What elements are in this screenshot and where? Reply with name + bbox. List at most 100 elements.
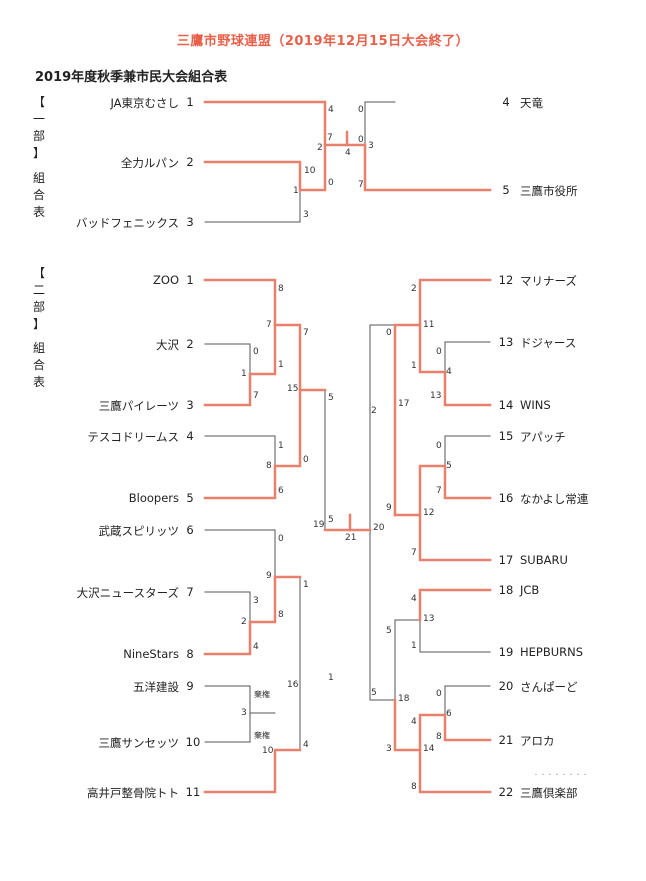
score: 8: [411, 782, 417, 792]
score: 0: [328, 178, 334, 188]
team-name: 三鷹倶楽部: [520, 786, 578, 800]
team-number: 5: [186, 491, 194, 505]
score: 7: [266, 320, 272, 330]
division-1-lines: [204, 101, 396, 223]
team-number: 4: [186, 429, 194, 443]
team-number: 1: [186, 273, 194, 287]
team-name: NineStars: [123, 647, 179, 661]
score: 1: [303, 580, 309, 590]
team-number: 12: [498, 273, 514, 287]
team-name: 高井戸整骨院トト: [87, 786, 179, 800]
team-name: SUBARU: [520, 553, 568, 567]
division-2-right-winner-lines: [348, 278, 492, 794]
score: 2: [241, 617, 247, 627]
team-number: 19: [498, 645, 514, 659]
score: 4: [345, 148, 351, 158]
score: 0: [303, 455, 309, 465]
score: 1: [293, 186, 299, 196]
score: 7: [327, 133, 333, 143]
score: 10: [262, 746, 274, 756]
team-name: JCB: [520, 583, 540, 597]
score: 20: [373, 523, 385, 533]
team-name: ZOO: [153, 273, 179, 287]
score: 11: [423, 320, 435, 330]
score: 13: [423, 614, 435, 624]
team-name: なかよし常連: [520, 492, 589, 506]
team-number: 9: [186, 679, 194, 693]
team-number: 14: [498, 398, 514, 412]
score: 13: [430, 391, 442, 401]
team-name: 天竜: [520, 96, 543, 110]
score: 1: [411, 361, 417, 371]
team-name: JA東京むさし: [110, 96, 179, 110]
division-2-left-winner-lines: [203, 278, 352, 794]
team-number: 3: [186, 215, 194, 229]
score: 7: [253, 391, 259, 401]
score: 5: [386, 626, 392, 636]
score: 16: [287, 680, 299, 690]
team-name: アロカ: [520, 734, 555, 748]
team-name: テスコドリームス: [87, 430, 179, 444]
division-1-winner-lines: [203, 100, 492, 192]
score: 8: [278, 284, 284, 294]
score: 1: [328, 673, 334, 683]
score: 6: [278, 486, 284, 496]
score: 棄権: [254, 690, 270, 699]
score: 0: [436, 689, 442, 699]
team-name: ドジャース: [520, 336, 577, 350]
score: 4: [411, 717, 417, 727]
score: 5: [446, 461, 452, 471]
score: 8: [266, 461, 272, 471]
score: 0: [278, 534, 284, 544]
team-name: Bloopers: [128, 491, 179, 505]
team-number: 3: [186, 398, 194, 412]
score: 棄権: [254, 731, 270, 740]
team-name: 三鷹サンセッツ: [98, 736, 180, 750]
score: 1: [278, 441, 284, 451]
score: 8: [436, 732, 442, 742]
team-number: 8: [186, 647, 194, 661]
team-name: マリナーズ: [520, 274, 577, 288]
score: 3: [253, 596, 259, 606]
team-number: 2: [186, 155, 194, 169]
score: 1: [241, 369, 247, 379]
score: 0: [358, 105, 364, 115]
team-number: 22: [498, 785, 514, 799]
footnote-marks: ・・・・・・・・: [533, 772, 590, 779]
score: 4: [253, 642, 259, 652]
team-name: HEPBURNS: [520, 645, 584, 659]
score: 5: [328, 393, 334, 403]
score: 6: [446, 709, 452, 719]
team-name: アパッチ: [520, 430, 566, 444]
score: 7: [358, 180, 364, 190]
score: 14: [423, 744, 435, 754]
score: 1: [278, 360, 284, 370]
team-name: 三鷹パイレーツ: [98, 399, 179, 413]
team-name: 大沢: [156, 338, 179, 352]
score: 0: [358, 135, 364, 145]
score: 5: [371, 688, 377, 698]
team-name: 武蔵スピリッツ: [98, 524, 180, 538]
team-number: 2: [186, 337, 194, 351]
score: 3: [368, 141, 374, 151]
score: 0: [436, 347, 442, 357]
team-number: 10: [185, 735, 201, 749]
score: 0: [253, 347, 259, 357]
team-name: バッドフェニックス: [75, 216, 179, 230]
score: 9: [386, 503, 392, 513]
score: 7: [436, 486, 442, 496]
score: 4: [446, 367, 452, 377]
page-title: 三鷹市野球連盟（2019年12月15日大会終了）: [176, 34, 470, 49]
score: 2: [411, 284, 417, 294]
score: 7: [411, 548, 417, 558]
score: 2: [371, 406, 377, 416]
team-number: 18: [498, 583, 514, 597]
score: 5: [328, 515, 334, 525]
team-name: WINS: [520, 398, 551, 412]
score: 7: [303, 328, 309, 338]
team-number: 15: [498, 429, 514, 443]
score: 4: [303, 740, 309, 750]
team-number: 6: [186, 523, 194, 537]
score: 1: [411, 641, 417, 651]
